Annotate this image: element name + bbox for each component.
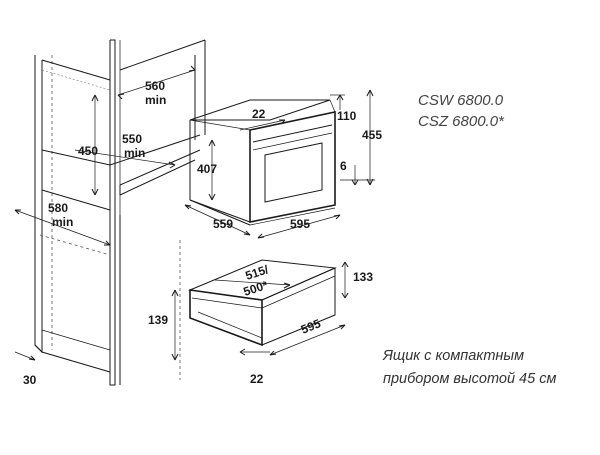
warming-drawer [188, 259, 337, 347]
dim-559: 559 [213, 217, 233, 231]
dim-595-drawer: 595 [299, 316, 323, 337]
dim-407: 407 [197, 162, 217, 176]
dim-560-min: min [145, 93, 166, 107]
dimension-lines [14, 65, 375, 361]
dim-580-min: min [52, 215, 73, 229]
dim-550: 550 [122, 132, 142, 146]
dim-139: 139 [148, 313, 168, 327]
dim-22-top: 22 [252, 107, 266, 121]
cabinet [34, 39, 206, 386]
dim-22-drawer: 22 [250, 372, 264, 386]
caption-line-2: прибором высотой 45 см [383, 371, 556, 387]
dim-500: 500* [242, 278, 270, 299]
caption-line-1: Ящик с компактным [382, 348, 524, 364]
dim-580: 580 [48, 201, 68, 215]
model-label-1: CSW 6800.0 [418, 92, 504, 109]
model-label-2: CSZ 6800.0* [418, 113, 505, 130]
dim-6: 6 [340, 159, 347, 173]
dim-595-oven: 595 [290, 217, 310, 231]
dim-110: 110 [337, 109, 357, 123]
dim-550-min: min [124, 146, 145, 160]
oven [189, 99, 336, 226]
dim-455: 455 [362, 128, 382, 142]
dim-560: 560 [145, 79, 165, 93]
dim-30: 30 [23, 373, 37, 387]
dim-450: 450 [78, 144, 98, 158]
dim-133: 133 [353, 270, 373, 284]
